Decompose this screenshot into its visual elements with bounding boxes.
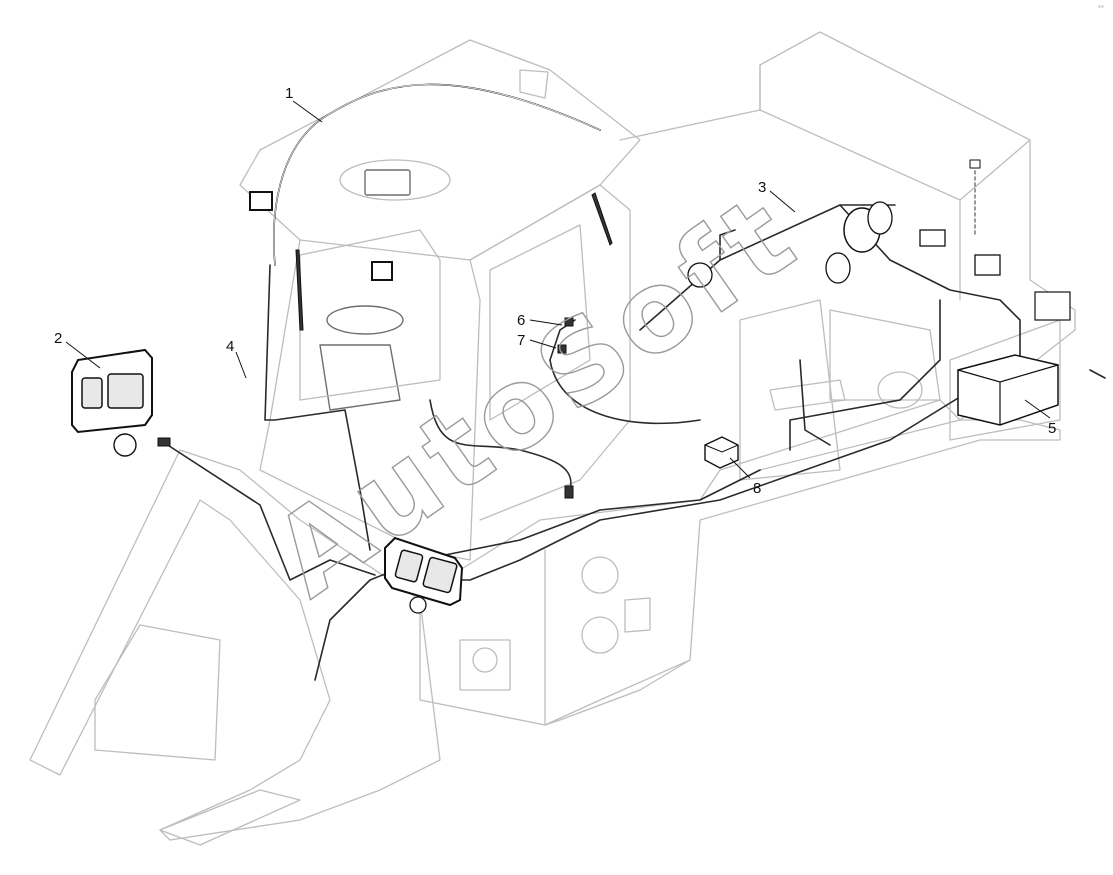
front-wiper-icon [295, 249, 304, 331]
callout-7: 7 [517, 332, 525, 349]
wiring-harness [159, 83, 1021, 681]
battery-bolt-icon [1089, 369, 1106, 379]
connector-7-icon [557, 344, 567, 354]
components [71, 159, 1106, 614]
beacon-light-icon [364, 169, 411, 196]
lamp-connector-icon [157, 437, 171, 447]
callout-labels: 1 2 3 4 5 6 7 8 [54, 85, 1056, 497]
fuse-block-icon [919, 229, 946, 247]
callout-1: 1 [285, 85, 293, 102]
callout-4: 4 [226, 338, 234, 355]
corner-mark: °° [1098, 5, 1104, 12]
alternator-icon [687, 201, 893, 288]
connector-plug-icon [564, 485, 574, 499]
work-lamp-rear-icon [384, 536, 464, 614]
battery-icon [957, 291, 1071, 426]
cab-lamp-left-icon [249, 191, 273, 211]
callout-leaders [65, 100, 1051, 479]
callout-3: 3 [758, 179, 766, 196]
callout-6: 6 [517, 312, 525, 329]
callout-5: 5 [1048, 420, 1056, 437]
rear-wiper-icon [591, 192, 613, 246]
work-lamp-front-icon [71, 348, 153, 457]
relay-box-icon [704, 436, 739, 469]
connector-6-icon [564, 317, 574, 327]
starter-relay-icon [974, 254, 1001, 276]
callout-8: 8 [753, 480, 761, 497]
callout-2: 2 [54, 330, 62, 347]
cab-lamp-right-icon [371, 261, 393, 281]
